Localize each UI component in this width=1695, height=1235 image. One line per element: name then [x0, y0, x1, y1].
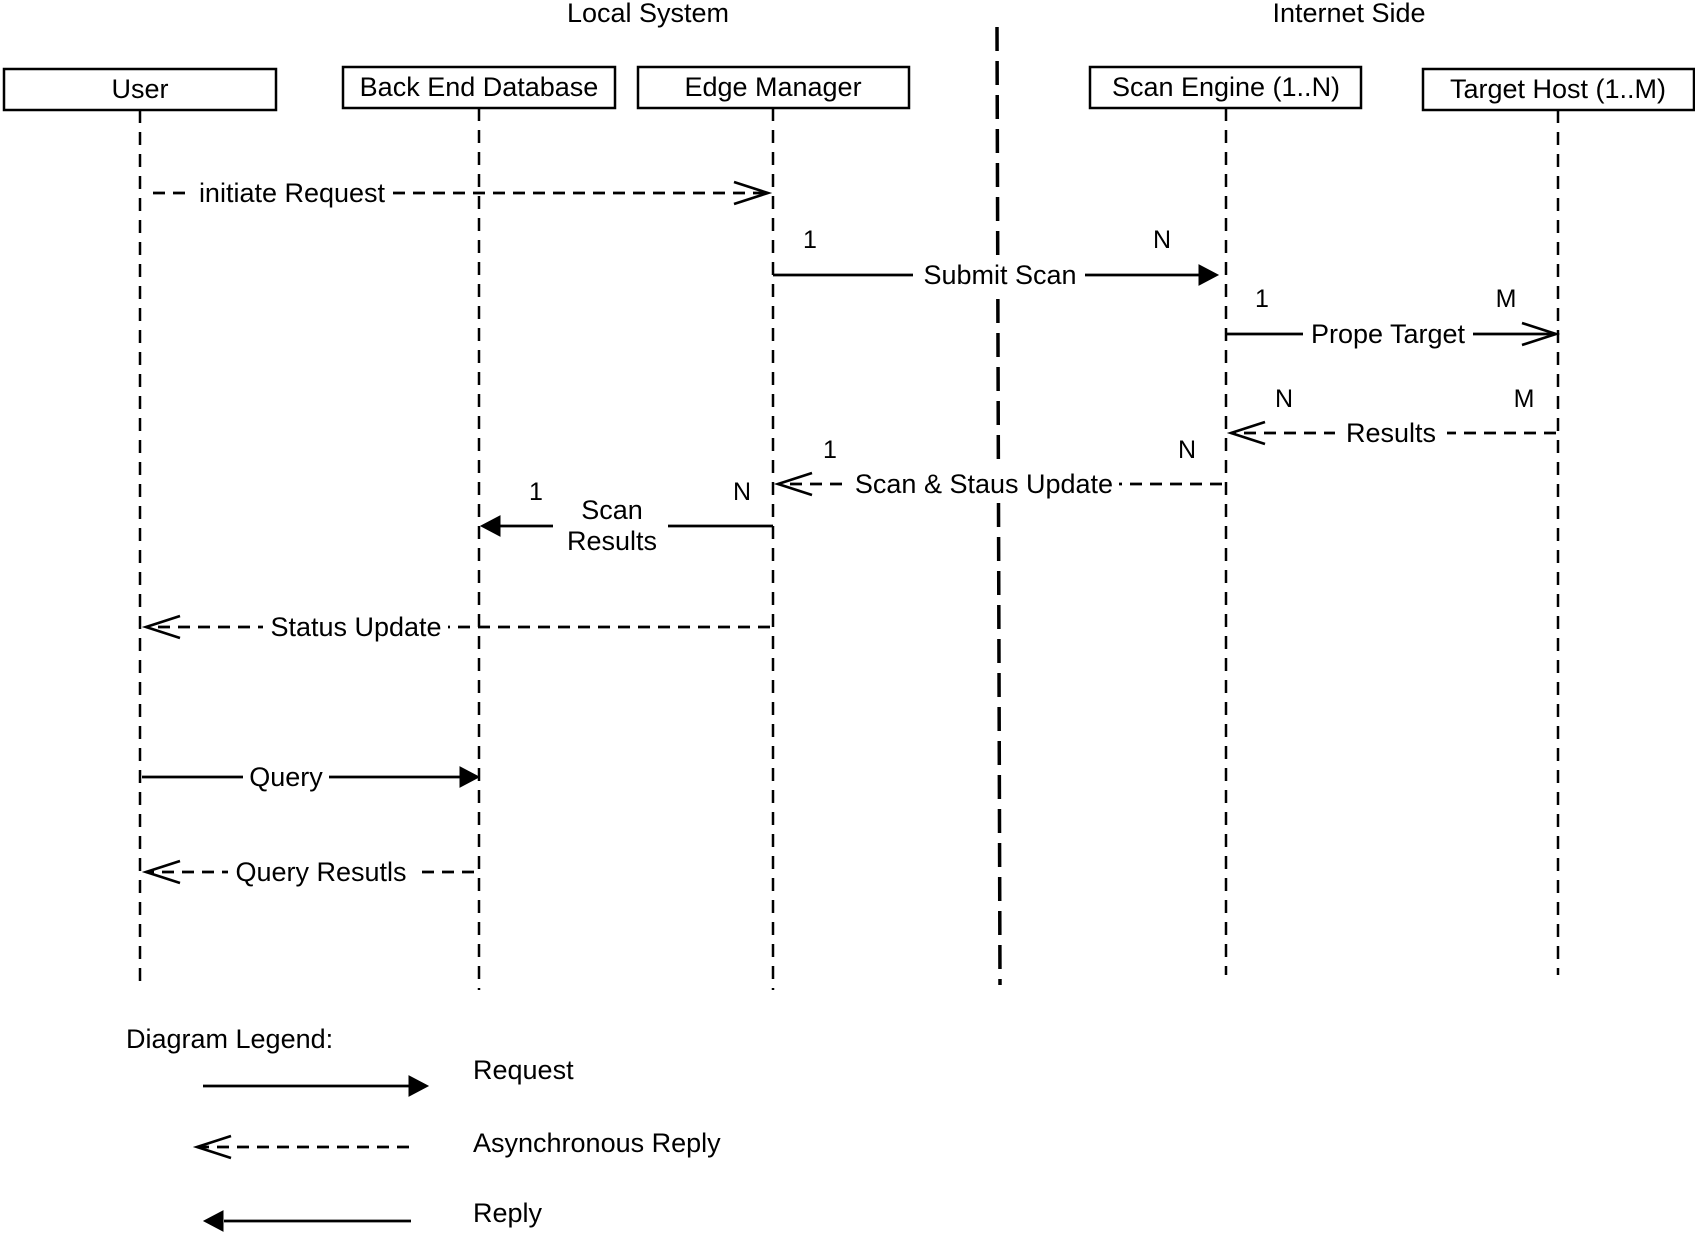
label-mask [243, 759, 329, 795]
diagram-legend: Diagram Legend: Request Asynchronous Rep… [126, 1024, 721, 1232]
filled-arrowhead [1198, 264, 1220, 286]
open-arrowhead [1521, 321, 1561, 347]
label-mask [1335, 415, 1447, 451]
message-label-line-1: Scan [581, 495, 643, 525]
multiplicity-label: M [1514, 385, 1535, 413]
label-mask [263, 609, 448, 645]
multiplicity-label: N [1275, 385, 1293, 413]
message-label: Scan & Staus Update [855, 469, 1113, 499]
open-arrowhead [773, 471, 813, 497]
legend-label: Asynchronous Reply [473, 1128, 721, 1158]
participant-back-end-database: Back End Database [341, 65, 617, 110]
multiplicity-label: 1 [803, 226, 817, 254]
open-arrowhead [141, 614, 181, 640]
filled-arrowhead [408, 1075, 430, 1097]
participant-box [1421, 67, 1695, 112]
participant-label: Target Host (1..M) [1450, 74, 1666, 104]
legend-item-reply: Reply [202, 1198, 543, 1232]
message-scan-results: Scan Results N 1 [479, 478, 773, 561]
participant-label: User [111, 74, 168, 104]
message-submit-scan: Submit Scan 1 N [773, 226, 1220, 293]
filled-arrowhead [459, 766, 481, 788]
multiplicity-label: N [1153, 226, 1171, 254]
label-mask [913, 257, 1085, 293]
multiplicity-label: N [733, 478, 751, 506]
open-arrowhead [192, 1134, 232, 1160]
legend-item-request: Request [203, 1055, 574, 1097]
participant-label: Edge Manager [684, 72, 861, 102]
open-arrowhead [141, 859, 181, 885]
filled-arrowhead [202, 1210, 224, 1232]
participant-edge-manager: Edge Manager [636, 65, 911, 110]
multiplicity-label: M [1496, 285, 1517, 313]
participant-box [636, 65, 911, 110]
legend-title: Diagram Legend: [126, 1024, 333, 1054]
multiplicity-label: 1 [823, 436, 837, 464]
legend-label: Request [473, 1055, 574, 1085]
message-label-line-2: Results [567, 526, 657, 556]
label-mask [849, 466, 1119, 502]
participant-label: Back End Database [360, 72, 599, 102]
multiplicity-label: N [1178, 436, 1196, 464]
message-results: Results M N [1226, 385, 1556, 451]
participant-scan-engine: Scan Engine (1..N) [1088, 65, 1363, 110]
zone-title-local: Local System [567, 0, 729, 28]
message-label: initiate Request [199, 178, 386, 208]
participant-target-host: Target Host (1..M) [1421, 67, 1695, 112]
message-prope-target: Prope Target 1 M [1226, 285, 1561, 352]
multiplicity-label: 1 [1255, 285, 1269, 313]
label-mask [228, 854, 415, 890]
filled-arrowhead [479, 515, 501, 537]
message-label: Query Resutls [235, 857, 406, 887]
message-initiate-request: initiate Request [153, 175, 773, 211]
message-label: Status Update [270, 612, 441, 642]
zone-title-internet: Internet Side [1272, 0, 1425, 28]
message-query: Query [142, 759, 481, 795]
label-mask [553, 493, 668, 561]
label-mask [1303, 316, 1473, 352]
label-mask [191, 175, 393, 211]
participant-user: User [2, 67, 278, 112]
message-label: Results [1346, 418, 1436, 448]
message-status-update: Status Update [141, 609, 770, 645]
message-query-resutls: Query Resutls [141, 854, 474, 890]
message-label: Submit Scan [923, 260, 1076, 290]
participant-box [341, 65, 617, 110]
open-arrowhead [1226, 420, 1266, 446]
message-scan-status-update: Scan & Staus Update N 1 [773, 436, 1222, 502]
message-label: Prope Target [1311, 319, 1466, 349]
legend-item-asynchronous-reply: Asynchronous Reply [192, 1128, 721, 1160]
legend-label: Reply [473, 1198, 543, 1228]
multiplicity-label: 1 [529, 478, 543, 506]
participant-box [2, 67, 278, 112]
message-label: Query [249, 762, 323, 792]
open-arrowhead [733, 180, 773, 206]
participant-box [1088, 65, 1363, 110]
participant-label: Scan Engine (1..N) [1112, 72, 1340, 102]
network-boundary-divider [995, 26, 1002, 986]
